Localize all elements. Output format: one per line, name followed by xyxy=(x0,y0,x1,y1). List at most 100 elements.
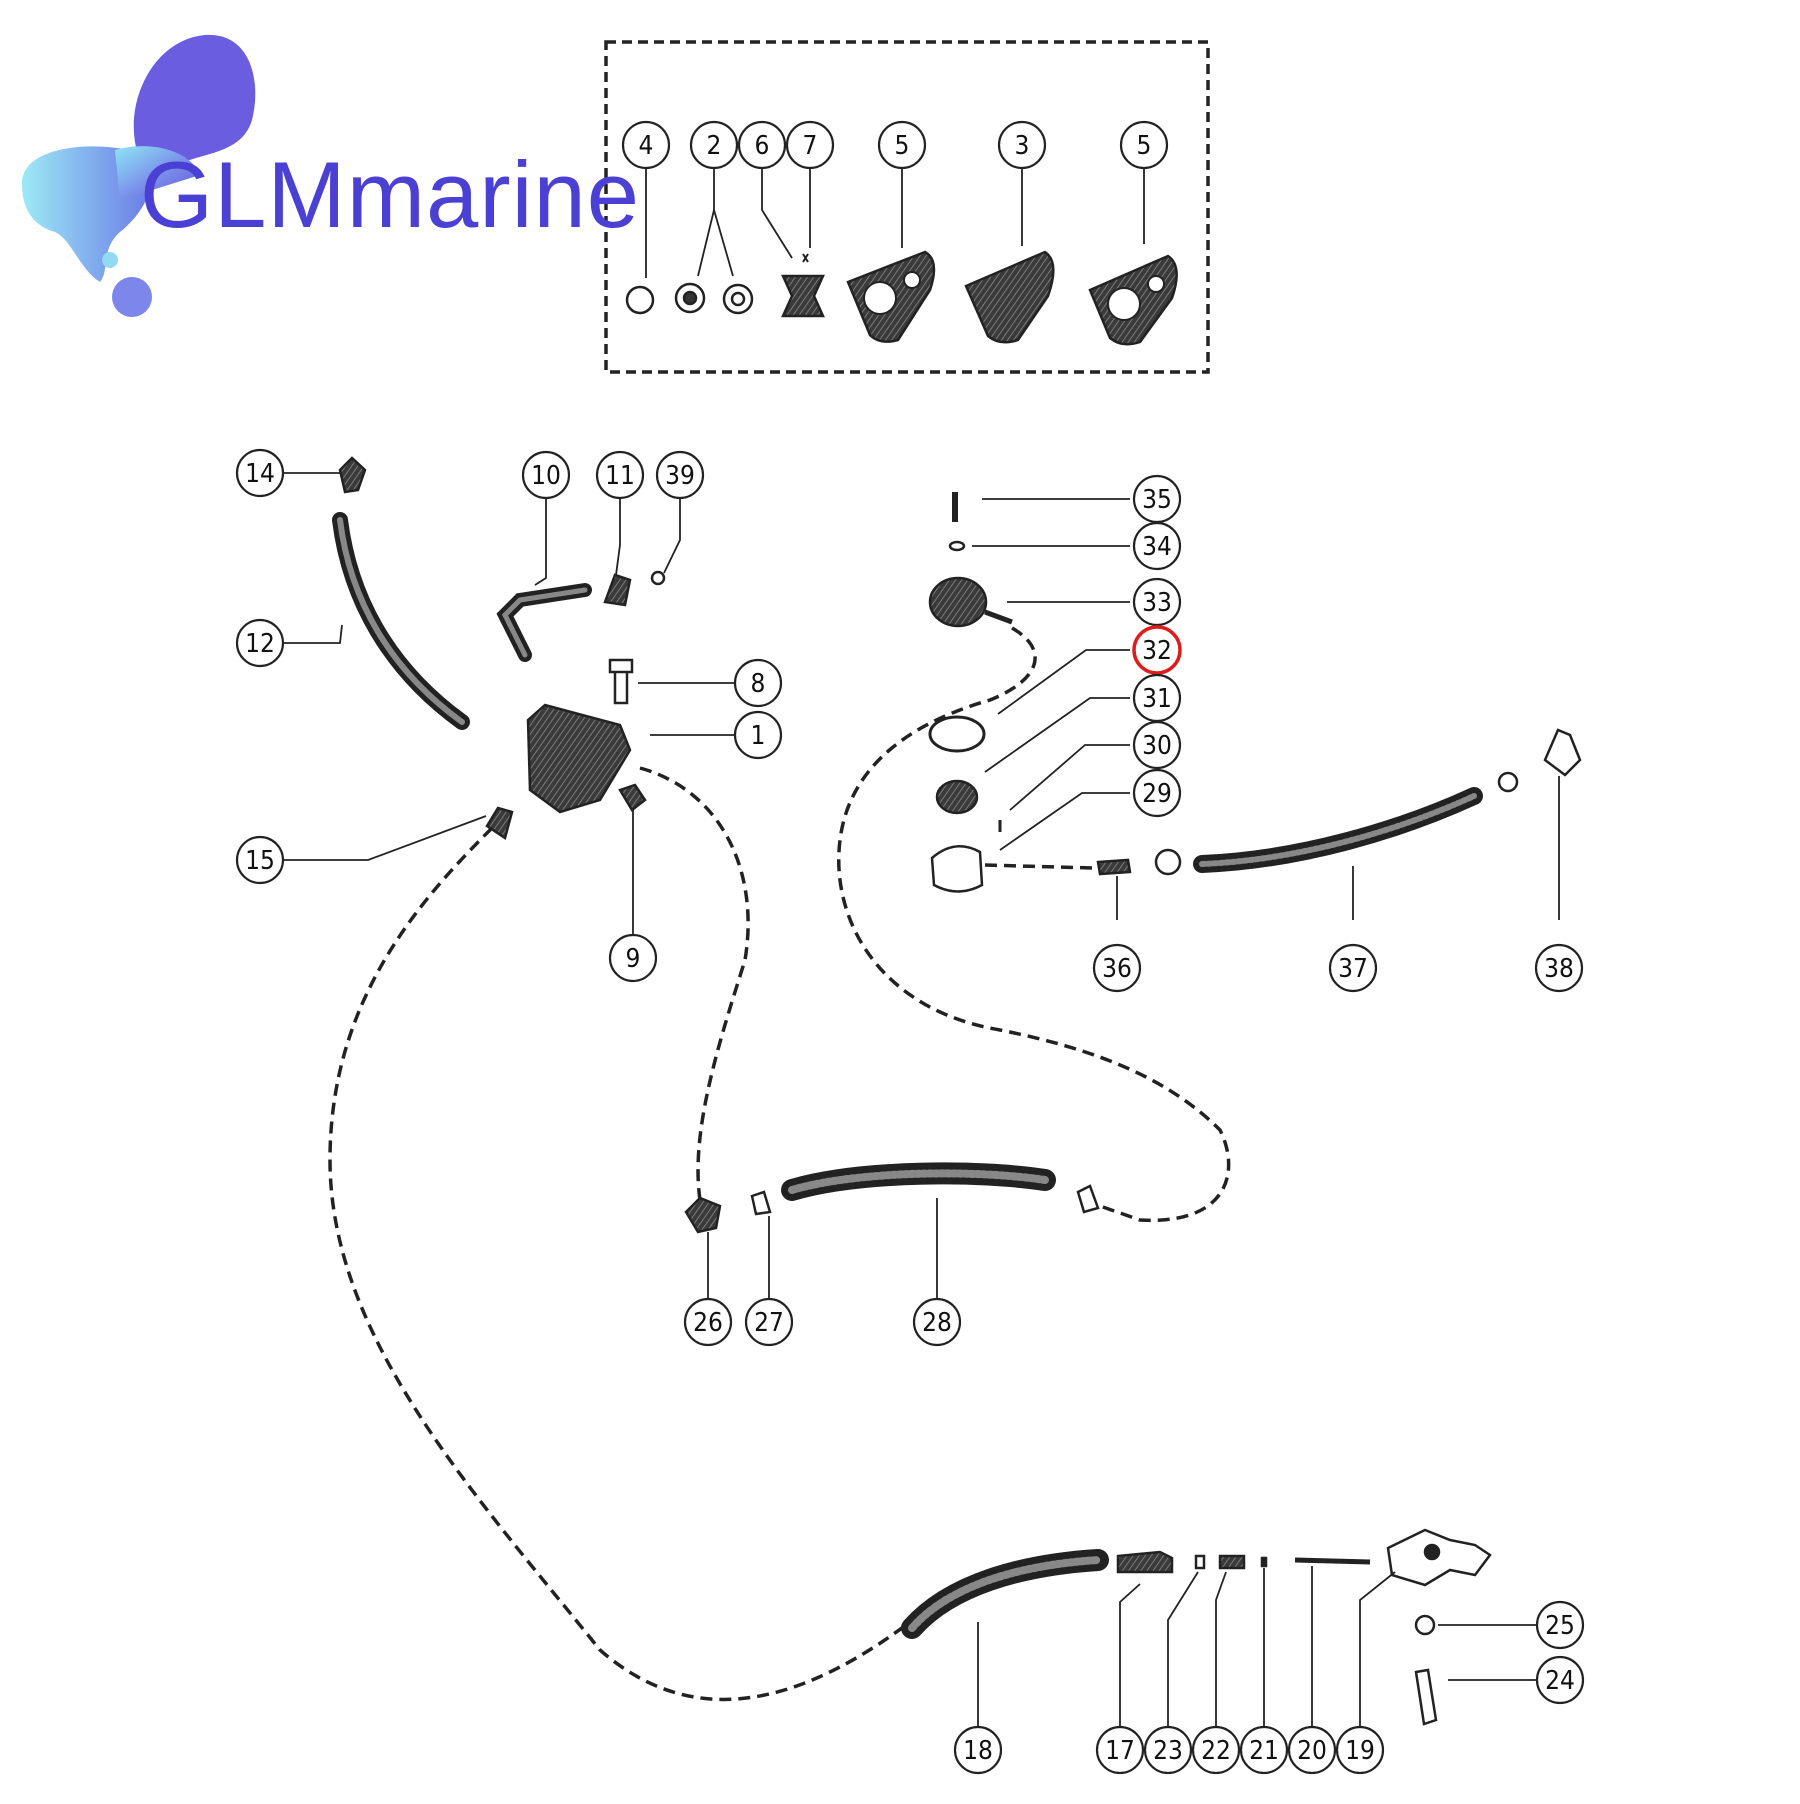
callout-label: 30 xyxy=(1142,731,1172,761)
callout-label: 34 xyxy=(1142,532,1172,562)
part-20-needle xyxy=(1294,1557,1371,1565)
callout-4: 4 xyxy=(621,120,671,170)
callout-circle xyxy=(1191,1725,1241,1775)
callout-circle xyxy=(785,120,835,170)
middle-hose-parts xyxy=(684,1162,1100,1234)
callout-label: 19 xyxy=(1345,1736,1375,1766)
callout-label: 24 xyxy=(1545,1666,1575,1696)
callout-circle xyxy=(1119,120,1169,170)
callout-label: 4 xyxy=(639,131,654,161)
callout-8: 8 xyxy=(733,658,783,708)
callout-5: 5 xyxy=(877,120,927,170)
callout-label: 17 xyxy=(1105,1736,1135,1766)
callout-circle xyxy=(1092,943,1142,993)
part-1-fuel-pump xyxy=(526,703,632,814)
part-9-fitting xyxy=(618,783,647,812)
part-29-filter-base xyxy=(930,845,984,893)
callout-circle xyxy=(1132,521,1182,571)
callout-11: 11 xyxy=(595,450,645,500)
callout-3: 3 xyxy=(997,120,1047,170)
callout-25: 25 xyxy=(1535,1600,1585,1650)
part-14-fitting xyxy=(338,456,367,494)
callout-26: 26 xyxy=(683,1297,733,1347)
callout-circle xyxy=(1132,577,1182,627)
part-23-seal xyxy=(1194,1554,1206,1570)
callout-label: 11 xyxy=(605,461,635,491)
part-37-hose xyxy=(1193,787,1483,873)
part-27-clamp xyxy=(750,1190,772,1216)
callout-label: 5 xyxy=(1137,131,1152,161)
callout-24: 24 xyxy=(1535,1655,1585,1705)
callout-circle xyxy=(1535,1600,1585,1650)
callout-circle xyxy=(683,1297,733,1347)
part-17-fitting xyxy=(1116,1550,1174,1574)
callout-label: 5 xyxy=(895,131,910,161)
repair-kit-box xyxy=(604,40,1210,374)
callout-15: 15 xyxy=(235,835,285,885)
callout-2: 2 xyxy=(689,120,739,170)
part-32-o-ring xyxy=(928,715,986,753)
callout-label: 8 xyxy=(751,669,766,699)
callout-6: 6 xyxy=(737,120,787,170)
callout-circle xyxy=(1132,768,1182,818)
callout-35: 35 xyxy=(1132,474,1182,524)
callout-label: 1 xyxy=(751,721,766,751)
callout-label: 6 xyxy=(755,131,770,161)
callout-38: 38 xyxy=(1534,943,1584,993)
part-12-hose xyxy=(332,512,470,730)
kit-parts xyxy=(625,250,1178,346)
part-39-screw xyxy=(650,570,666,586)
callout-label: 25 xyxy=(1545,1611,1575,1641)
callout-circle xyxy=(521,450,571,500)
callout-20: 20 xyxy=(1287,1725,1337,1775)
callout-label: 15 xyxy=(245,846,275,876)
callout-label: 29 xyxy=(1142,779,1172,809)
callout-29: 29 xyxy=(1132,768,1182,818)
callout-37: 37 xyxy=(1328,943,1378,993)
callout-label: 9 xyxy=(626,944,641,974)
callout-label: 14 xyxy=(245,459,275,489)
callout-circle xyxy=(1095,1725,1145,1775)
callout-label: 10 xyxy=(531,461,561,491)
callout-circle xyxy=(1534,943,1584,993)
part-11-elbow xyxy=(603,573,632,607)
callout-label: 38 xyxy=(1544,954,1574,984)
callout-circle xyxy=(1239,1725,1289,1775)
callout-circle xyxy=(953,1725,1003,1775)
callout-28: 28 xyxy=(912,1297,962,1347)
dashed-routing-lines xyxy=(328,626,1231,1702)
callout-label: 35 xyxy=(1142,485,1172,515)
callout-circle xyxy=(1335,1725,1385,1775)
callout-circle xyxy=(997,120,1047,170)
callout-23: 23 xyxy=(1143,1725,1193,1775)
callout-31: 31 xyxy=(1132,673,1182,723)
callout-circle-highlighted xyxy=(1132,625,1182,675)
callout-1: 1 xyxy=(733,710,783,760)
bottom-parts xyxy=(901,1528,1492,1726)
callout-9: 9 xyxy=(608,933,658,983)
callout-circle xyxy=(1535,1655,1585,1705)
callout-34: 34 xyxy=(1132,521,1182,571)
callout-label: 18 xyxy=(963,1736,993,1766)
callout-circle xyxy=(1328,943,1378,993)
part-25-nut xyxy=(1414,1614,1436,1636)
callout-circle xyxy=(608,933,658,983)
brand-wordmark: GLMmarine xyxy=(140,142,641,247)
callout-label: 31 xyxy=(1142,684,1172,714)
callout-label: 22 xyxy=(1201,1736,1231,1766)
callout-circle xyxy=(1287,1725,1337,1775)
part-6-retainer xyxy=(781,274,825,318)
callout-33: 33 xyxy=(1132,577,1182,627)
callout-circle xyxy=(1143,1725,1193,1775)
callout-label: 7 xyxy=(803,131,818,161)
part-7-screw xyxy=(802,253,809,263)
callout-5: 5 xyxy=(1119,120,1169,170)
part-19-valve-body xyxy=(1386,1528,1492,1587)
callout-7: 7 xyxy=(785,120,835,170)
part-38-elbow xyxy=(1543,728,1582,777)
callout-label: 28 xyxy=(922,1308,952,1338)
callout-label: 36 xyxy=(1102,954,1132,984)
